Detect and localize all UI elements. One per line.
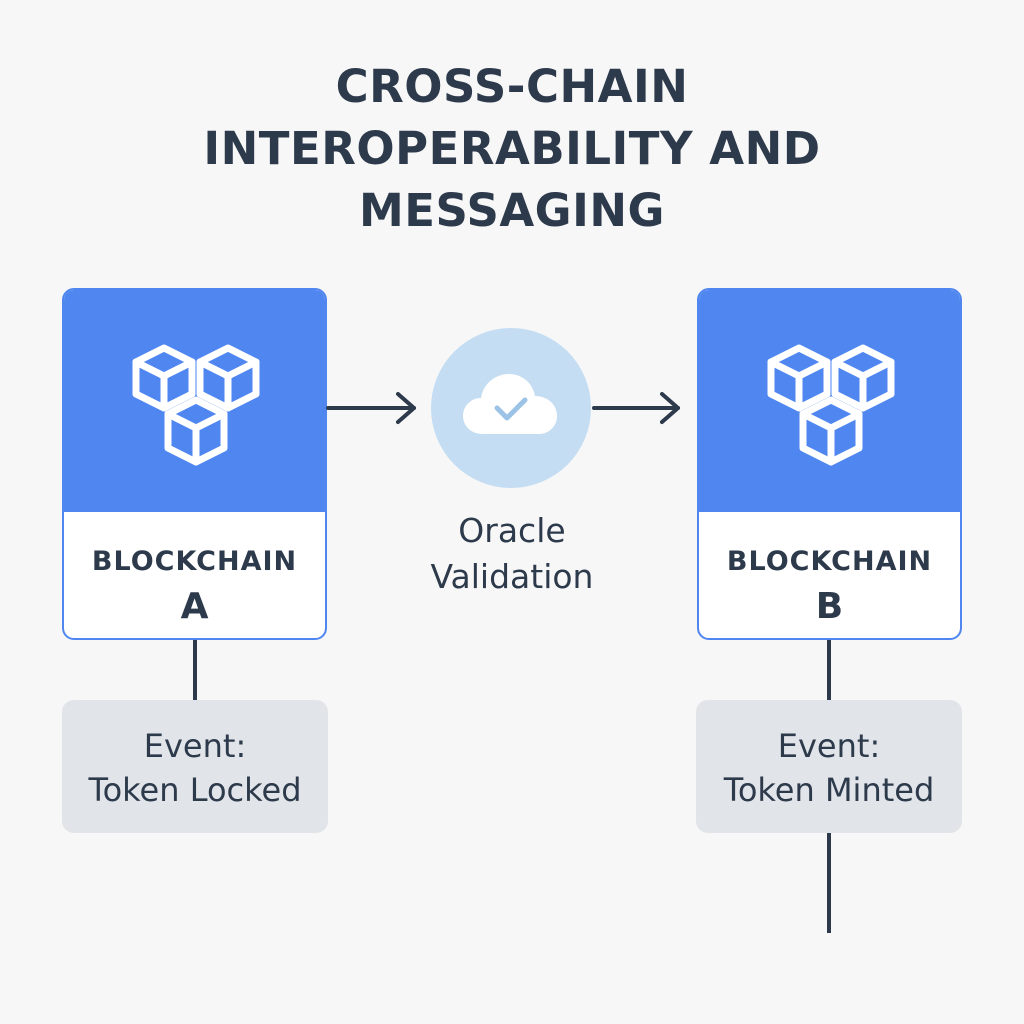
blockchain-b-header — [699, 290, 960, 512]
oracle-label-line-1: Oracle — [458, 511, 566, 550]
blockchain-b-label: BLOCKCHAIN — [726, 546, 933, 577]
connector-line-b — [827, 640, 831, 700]
cloud-check-icon — [463, 374, 557, 434]
blocks-icon — [767, 344, 895, 466]
event-a-line-1: Event: — [143, 727, 247, 765]
event-a-line-2: Token Locked — [88, 771, 302, 809]
connector-line-b-tail — [827, 833, 831, 933]
oracle-node — [431, 328, 591, 488]
title-line-1: CROSS-CHAIN — [335, 60, 689, 113]
title-line-3: MESSAGING — [359, 184, 665, 237]
diagram-title: CROSS-CHAIN INTEROPERABILITY AND MESSAGI… — [112, 56, 912, 242]
event-b-line-2: Token Minted — [723, 771, 935, 809]
blockchain-a-header — [64, 290, 325, 512]
blockchain-b-letter: B — [815, 586, 844, 627]
blockchain-a-label-area: BLOCKCHAIN A — [64, 512, 325, 638]
event-box-b: Event: Token Minted — [696, 700, 962, 833]
connector-line-a — [193, 640, 197, 700]
title-line-2: INTEROPERABILITY AND — [203, 122, 821, 175]
oracle-label: Oracle Validation — [400, 508, 624, 600]
arrow-right-icon — [326, 392, 416, 424]
event-b-line-1: Event: — [777, 727, 881, 765]
blockchain-a-label: BLOCKCHAIN — [91, 546, 298, 577]
blockchain-b-card: BLOCKCHAIN B — [697, 288, 962, 640]
blocks-icon — [132, 344, 260, 466]
blockchain-a-letter: A — [180, 586, 209, 627]
event-box-a: Event: Token Locked — [62, 700, 328, 833]
blockchain-a-card: BLOCKCHAIN A — [62, 288, 327, 640]
blockchain-b-label-area: BLOCKCHAIN B — [699, 512, 960, 638]
arrow-right-icon — [592, 392, 680, 424]
oracle-label-line-2: Validation — [430, 557, 594, 596]
